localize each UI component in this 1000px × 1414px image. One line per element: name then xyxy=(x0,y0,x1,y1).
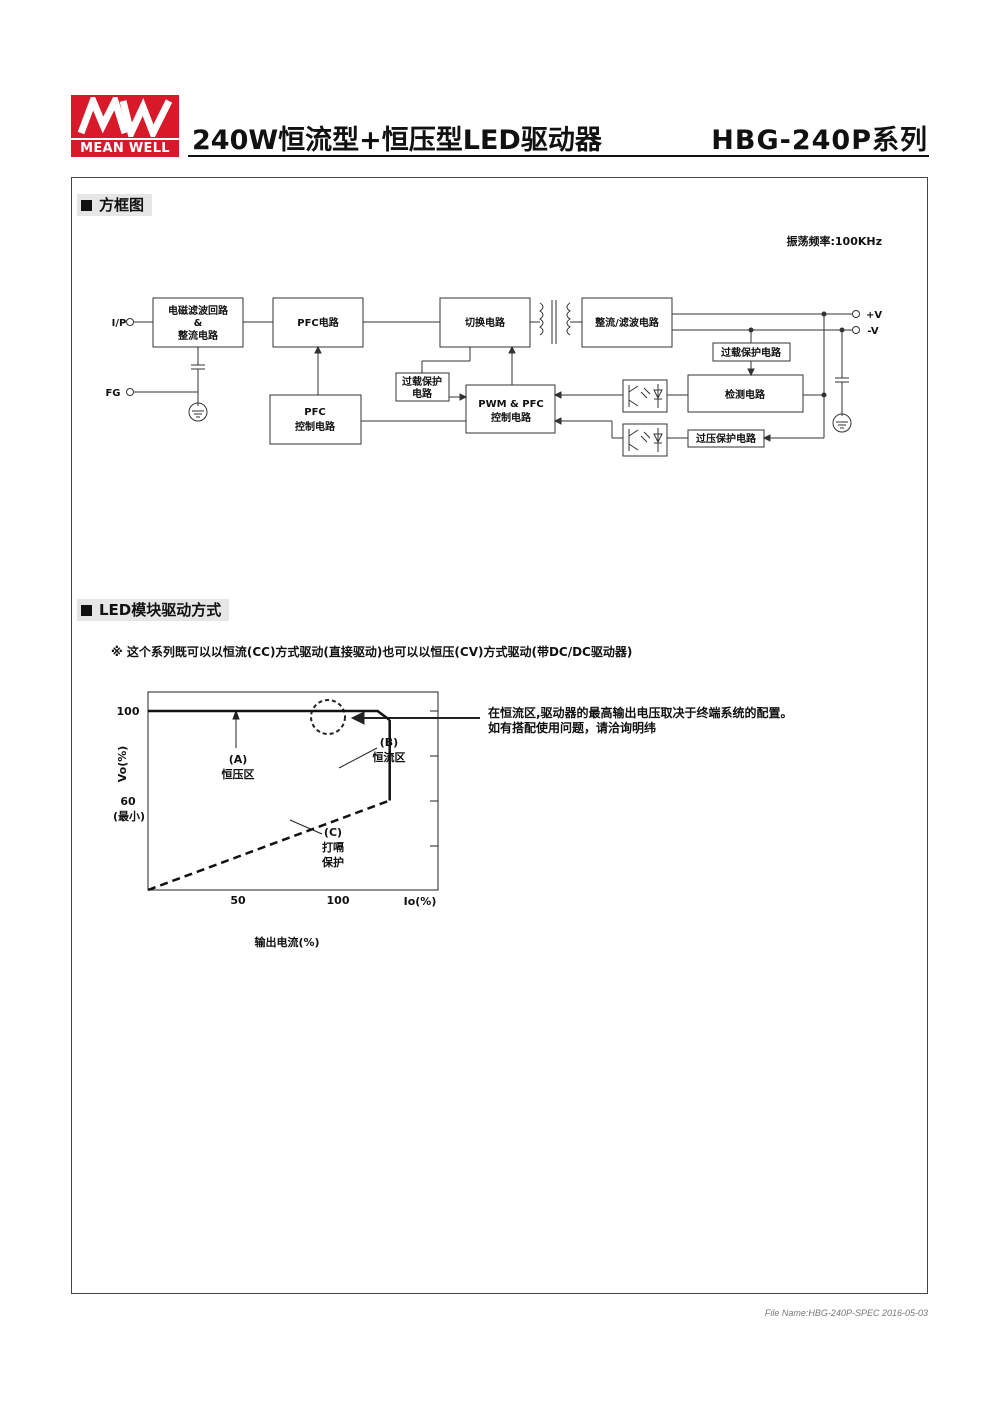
pfc-control-block xyxy=(269,394,362,445)
chart-series-0 xyxy=(148,709,391,722)
mw-logo-mark-icon xyxy=(77,97,173,137)
logo-text: MEAN WELL xyxy=(71,138,179,156)
region-a-label: (A) xyxy=(229,753,248,766)
switching-label: 切换电路 xyxy=(465,316,506,329)
region-b-label: (B) xyxy=(380,736,398,749)
fg-label: FG xyxy=(105,388,120,399)
focus-circle-icon xyxy=(310,699,346,735)
region-c-label: (C) xyxy=(324,826,342,839)
rectifier-label: 整流/滤波电路 xyxy=(594,316,660,329)
drive-mode-note: ※ 这个系列既可以以恒流(CC)方式驱动(直接驱动)也可以以恒压(CV)方式驱动… xyxy=(111,645,633,659)
ovp-label: 过压保护电路 xyxy=(696,432,757,445)
mean-well-logo: MEAN WELL xyxy=(71,95,179,157)
chart-frame xyxy=(147,691,439,891)
file-info: File Name:HBG-240P-SPEC 2016-05-03 xyxy=(764,1308,928,1318)
chart-series-2 xyxy=(147,799,391,892)
optocoupler-icon xyxy=(628,428,663,452)
bullet-square-icon xyxy=(81,200,92,211)
optocoupler-icon xyxy=(628,384,663,408)
y-min-label: (最小) xyxy=(113,809,145,823)
emi-label-3: 整流电路 xyxy=(177,329,219,342)
block-diagram: I/P FG +V -V 电磁滤波回路 & 整流电路 PFC电路 切换电路 整流… xyxy=(105,297,882,457)
overload-circuit-label: 过载保护电路 xyxy=(721,346,782,359)
pfc-ctrl-label-1: PFC xyxy=(304,407,326,418)
detection-label: 检测电路 xyxy=(725,388,766,401)
arrow-head-icon xyxy=(350,711,365,725)
model-title: HBG-240P系列 xyxy=(711,125,928,156)
pwm-label-2: 控制电路 xyxy=(491,411,532,424)
olp-label-2: 电路 xyxy=(412,387,433,400)
pwm-label-1: PWM & PFC xyxy=(478,399,544,410)
optocoupler-1 xyxy=(622,379,668,413)
page-title: 240W恒流型+恒压型LED驱动器 xyxy=(192,125,602,156)
block-diagram-heading: 方框图 xyxy=(77,194,153,216)
emi-label-1: 电磁滤波回路 xyxy=(168,304,229,317)
detection-block xyxy=(687,374,804,413)
cc-region-note-1: 在恒流区,驱动器的最高输出电压取决于终端系统的配置。 xyxy=(488,706,793,720)
cc-region-note-2: 如有搭配使用问题，请洽询明纬 xyxy=(488,721,657,735)
bullet-square-icon xyxy=(81,605,92,616)
y-axis-label: Vo(%) xyxy=(116,746,129,783)
x-unit-label: Io(%) xyxy=(404,895,437,908)
plus-v-label: +V xyxy=(866,310,882,321)
minus-v-label: -V xyxy=(867,326,878,337)
ip-label: I/P xyxy=(112,318,127,329)
region-b-text: 恒流区 xyxy=(373,750,406,764)
emi-label-2: & xyxy=(194,318,203,329)
pfc-label: PFC电路 xyxy=(297,316,339,329)
olp-label-1: 过载保护 xyxy=(402,375,442,388)
pwm-pfc-control-block xyxy=(465,384,556,434)
x-axis-label: 输出电流(%) xyxy=(254,935,319,949)
region-c-text-1: 打嗝 xyxy=(322,840,344,854)
y-tick-60: 60 xyxy=(120,795,136,808)
y-tick-100: 100 xyxy=(117,705,140,718)
title-divider xyxy=(188,155,929,157)
led-drive-heading: LED模块驱动方式 xyxy=(77,599,230,621)
content-frame xyxy=(71,177,928,1294)
optocoupler-2 xyxy=(622,423,668,457)
pfc-ctrl-label-2: 控制电路 xyxy=(295,420,336,433)
region-c-text-2: 保护 xyxy=(321,855,344,869)
oscillation-frequency: 振荡频率:100KHz xyxy=(786,235,883,248)
region-a-text: 恒压区 xyxy=(222,767,255,781)
x-tick-50: 50 xyxy=(230,894,246,907)
cc-cv-chart: 100 60 (最小) Vo(%) 50 100 Io(%) 输出电流(%) (… xyxy=(113,691,480,949)
x-tick-100: 100 xyxy=(327,894,350,907)
